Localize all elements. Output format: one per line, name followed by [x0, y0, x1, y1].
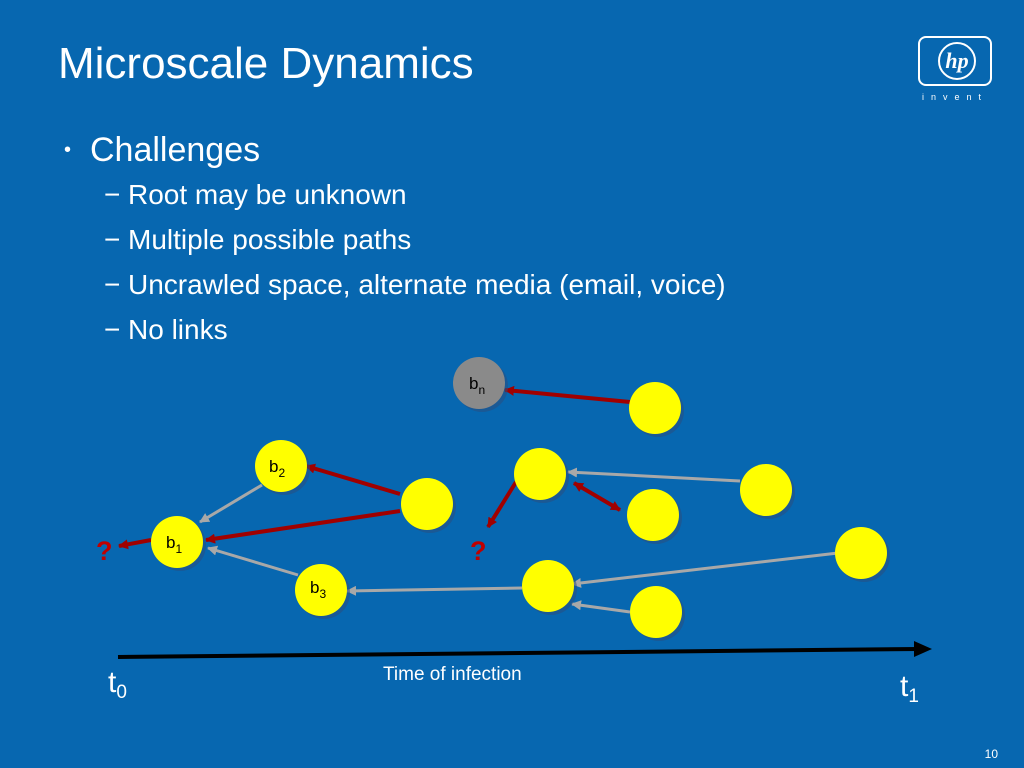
dash-icon: −: [104, 314, 121, 345]
link-gray-b3-to-b1: [207, 545, 299, 577]
link-gray-to-b3: [346, 585, 523, 596]
node: [514, 448, 569, 503]
node-b3-label: b: [310, 578, 319, 597]
bullet-list: • Challenges − Root may be unknown − Mul…: [64, 128, 726, 352]
node: [630, 586, 685, 641]
time-start-subscript: 0: [116, 682, 127, 703]
svg-text:b1: b1: [166, 533, 182, 556]
time-end-label: t1: [900, 670, 919, 708]
svg-text:b2: b2: [269, 457, 285, 480]
node: [629, 382, 684, 437]
time-start-label: t0: [108, 666, 127, 704]
node-b1-label: b: [166, 533, 175, 552]
link-gray-b2-to-b1: [199, 483, 263, 524]
hp-logo-badge: hp: [918, 36, 992, 86]
node: [522, 560, 577, 615]
timeline-arrowhead: [914, 641, 932, 657]
sub-bullet-text: Uncrawled space, alternate media (email,…: [128, 269, 726, 300]
sub-bullet-text: Root may be unknown: [128, 179, 407, 210]
unknown-source-mark: ?: [96, 536, 113, 566]
node: [835, 527, 890, 582]
unknown-source-mark: ?: [470, 536, 487, 566]
hp-logo-tagline: invent: [921, 92, 989, 102]
timeline-axis: [117, 647, 919, 659]
node-b1: b1: [151, 516, 206, 571]
node-b1-subscript: 1: [175, 542, 182, 556]
slide-title: Microscale Dynamics: [58, 39, 474, 88]
sub-bullet: − Multiple possible paths: [104, 217, 726, 262]
dash-icon: −: [104, 269, 121, 300]
link-red-to-bn: [504, 385, 631, 404]
node-b2-label: b: [269, 457, 278, 476]
sub-bullet: − No links: [104, 307, 726, 352]
node-bn: bn: [453, 357, 508, 412]
hp-logo: hp invent: [918, 36, 992, 102]
link-red-to-b1: [205, 509, 401, 544]
node-b3-subscript: 3: [319, 587, 326, 601]
link-gray-lower-right: [571, 600, 631, 614]
dash-icon: −: [104, 179, 121, 210]
svg-text:bn: bn: [469, 374, 485, 397]
sub-bullet: − Uncrawled space, alternate media (emai…: [104, 262, 726, 307]
node-bn-subscript: n: [478, 383, 485, 397]
link-red-b1-to-unknown: [118, 538, 152, 550]
link-red-to-unknown: [486, 480, 518, 529]
link-gray-upper-mid: [567, 467, 741, 483]
node: [740, 464, 795, 519]
time-end-subscript: 1: [908, 686, 919, 707]
node: [401, 478, 456, 533]
timeline-label: Time of infection: [383, 664, 522, 685]
node-bn-label: b: [469, 374, 478, 393]
sub-bullet-text: No links: [128, 314, 228, 345]
bullet-challenges: • Challenges: [64, 128, 726, 172]
dash-icon: −: [104, 224, 121, 255]
time-end-base: t: [900, 670, 909, 703]
link-red-to-b2: [305, 463, 401, 496]
link-gray-long: [571, 551, 839, 588]
node: [627, 489, 682, 544]
hp-logo-mark: hp: [938, 42, 976, 80]
link-red-bidirectional: [572, 481, 622, 512]
page-number: 10: [984, 747, 998, 761]
bullet-text: Challenges: [90, 131, 261, 169]
sub-bullet-text: Multiple possible paths: [128, 224, 412, 255]
node-b2-subscript: 2: [278, 466, 285, 480]
sub-bullet: − Root may be unknown: [104, 172, 726, 217]
svg-text:b3: b3: [310, 578, 326, 601]
node-b3: b3: [295, 564, 350, 619]
node-b2: b2: [255, 440, 310, 495]
time-start-base: t: [108, 666, 117, 699]
bullet-dot-icon: •: [64, 139, 72, 161]
